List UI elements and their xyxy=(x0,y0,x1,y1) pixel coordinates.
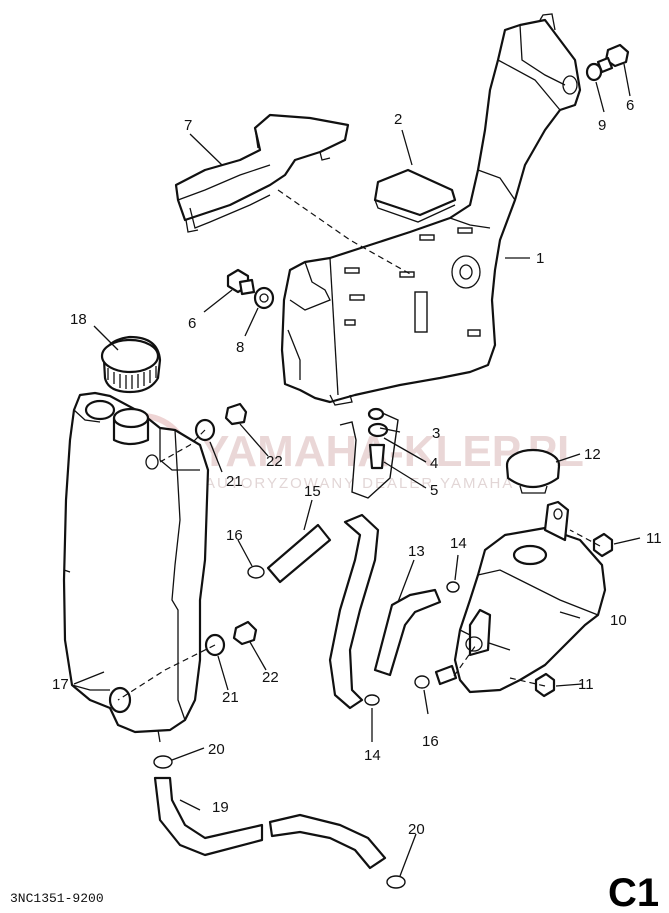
part-5-collar xyxy=(368,443,386,470)
part-11-bolt-b xyxy=(534,672,556,698)
label-13: 13 xyxy=(408,543,425,560)
part-12-cap xyxy=(505,448,561,494)
part-16-clamp-a xyxy=(247,565,265,579)
diagram-code: 3NC1351-9200 xyxy=(10,891,104,906)
part-16-clamp-b xyxy=(414,675,430,689)
label-7: 7 xyxy=(184,117,192,134)
part-20-clamp-a xyxy=(153,755,173,769)
part-13-hose-a xyxy=(328,513,380,710)
label-12: 12 xyxy=(584,446,601,463)
part-2-pad xyxy=(373,168,457,223)
page-label: C1 xyxy=(608,871,659,913)
part-8-nut xyxy=(253,286,275,310)
label-5: 5 xyxy=(430,482,438,499)
label-21b: 21 xyxy=(222,689,239,706)
part-7-bracket xyxy=(174,113,350,233)
part-4-grommet xyxy=(367,407,389,438)
part-9-nut xyxy=(585,62,603,82)
part-14-clamp-a xyxy=(446,581,460,593)
part-17-tank xyxy=(62,391,210,743)
label-2: 2 xyxy=(394,111,402,128)
part-18-cap xyxy=(100,335,162,394)
part-6-bolt-a xyxy=(596,43,630,74)
part-22-bolt-a xyxy=(224,402,248,426)
watermark-subtext: AUTORYZOWANY DEALER YAMAHA xyxy=(205,475,514,492)
part-3-clip xyxy=(339,411,399,499)
part-labels: 1 2 3 4 5 6 6 7 8 9 10 11 11 12 13 14 14… xyxy=(52,97,662,838)
label-1: 1 xyxy=(536,250,544,267)
label-11b: 11 xyxy=(578,676,594,693)
label-14a: 14 xyxy=(450,535,467,552)
part-19-hose xyxy=(153,776,387,870)
label-18: 18 xyxy=(70,311,87,328)
label-22a: 22 xyxy=(266,453,283,470)
part-20-clamp-b xyxy=(386,875,406,889)
label-9: 9 xyxy=(598,117,606,134)
label-16b: 16 xyxy=(422,733,439,750)
part-10-tank xyxy=(434,500,607,694)
label-4: 4 xyxy=(430,455,438,472)
label-3: 3 xyxy=(432,425,440,442)
label-6b: 6 xyxy=(188,315,196,332)
label-8: 8 xyxy=(236,339,244,356)
label-19: 19 xyxy=(212,799,229,816)
label-15: 15 xyxy=(304,483,321,500)
label-20a: 20 xyxy=(208,741,225,758)
label-21a: 21 xyxy=(226,473,243,490)
part-6-bolt-b xyxy=(226,268,256,296)
part-14-clamp-b xyxy=(364,694,380,706)
part-1-bracket xyxy=(280,13,582,406)
label-16a: 16 xyxy=(226,527,243,544)
part-11-bolt-a xyxy=(592,532,614,558)
label-6a: 6 xyxy=(626,97,634,114)
part-22-bolt-b xyxy=(232,620,258,646)
label-17: 17 xyxy=(52,676,69,693)
part-13-hose-b xyxy=(373,588,442,677)
label-20b: 20 xyxy=(408,821,425,838)
label-22b: 22 xyxy=(262,669,279,686)
label-14b: 14 xyxy=(364,747,381,764)
label-10: 10 xyxy=(610,612,627,629)
assembly-lines xyxy=(117,189,601,701)
label-11a: 11 xyxy=(646,530,662,547)
part-15-hose xyxy=(266,523,332,584)
leader-lines xyxy=(73,63,641,877)
